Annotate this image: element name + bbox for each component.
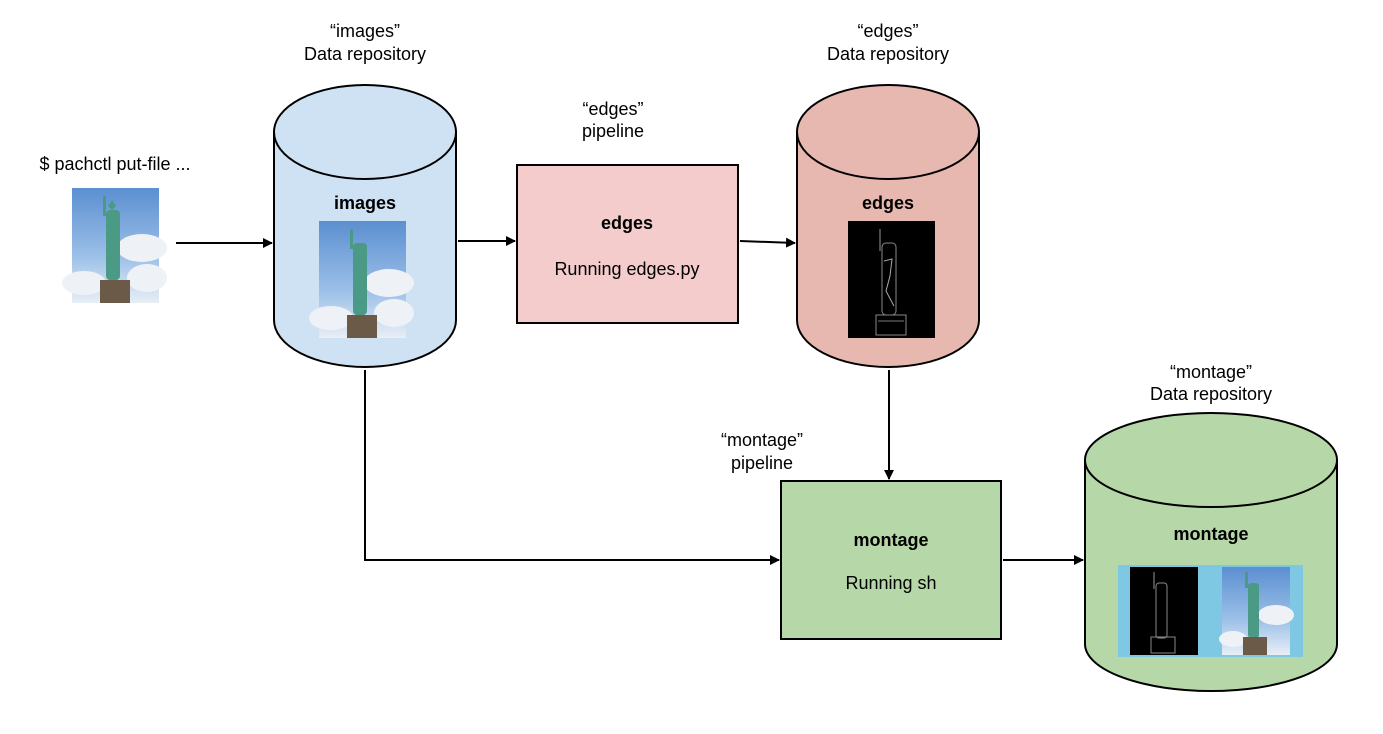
montage-repo-caption-type: Data repository [1150, 384, 1272, 404]
montage-pipeline-caption-name: “montage” [721, 430, 803, 450]
montage-repo-caption-name: “montage” [1170, 362, 1252, 382]
edges-pipeline-name: edges [601, 213, 653, 233]
put-file-command: $ pachctl put-file ... [39, 154, 190, 174]
edges-pipeline-caption-type: pipeline [582, 121, 644, 141]
edges-pipeline-box[interactable] [516, 164, 739, 324]
arrow-images-to-montage-pipeline [364, 370, 780, 565]
edges-repo-caption-name: “edges” [857, 21, 918, 41]
montage-pipeline-status: Running sh [845, 573, 936, 593]
images-repo-photo [309, 221, 414, 338]
edges-repo-caption-type: Data repository [827, 44, 949, 64]
images-repo-label: images [334, 193, 396, 213]
arrow-edges-pipeline-to-edges-repo [739, 237, 796, 248]
edges-pipeline-status: Running edges.py [554, 259, 699, 279]
montage-pipeline-caption-type: pipeline [731, 453, 793, 473]
montage-pipeline-name: montage [853, 530, 928, 550]
images-repo-caption-name: “images” [330, 21, 400, 41]
edges-pipeline-caption-name: “edges” [582, 99, 643, 119]
edges-repo-photo [848, 221, 935, 338]
montage-repo-label: montage [1173, 524, 1248, 544]
input-photo [62, 188, 167, 303]
images-repo-caption-type: Data repository [304, 44, 426, 64]
edges-repo-label: edges [862, 193, 914, 213]
montage-pipeline-box[interactable] [780, 480, 1002, 640]
montage-repo-photo [1118, 565, 1303, 657]
